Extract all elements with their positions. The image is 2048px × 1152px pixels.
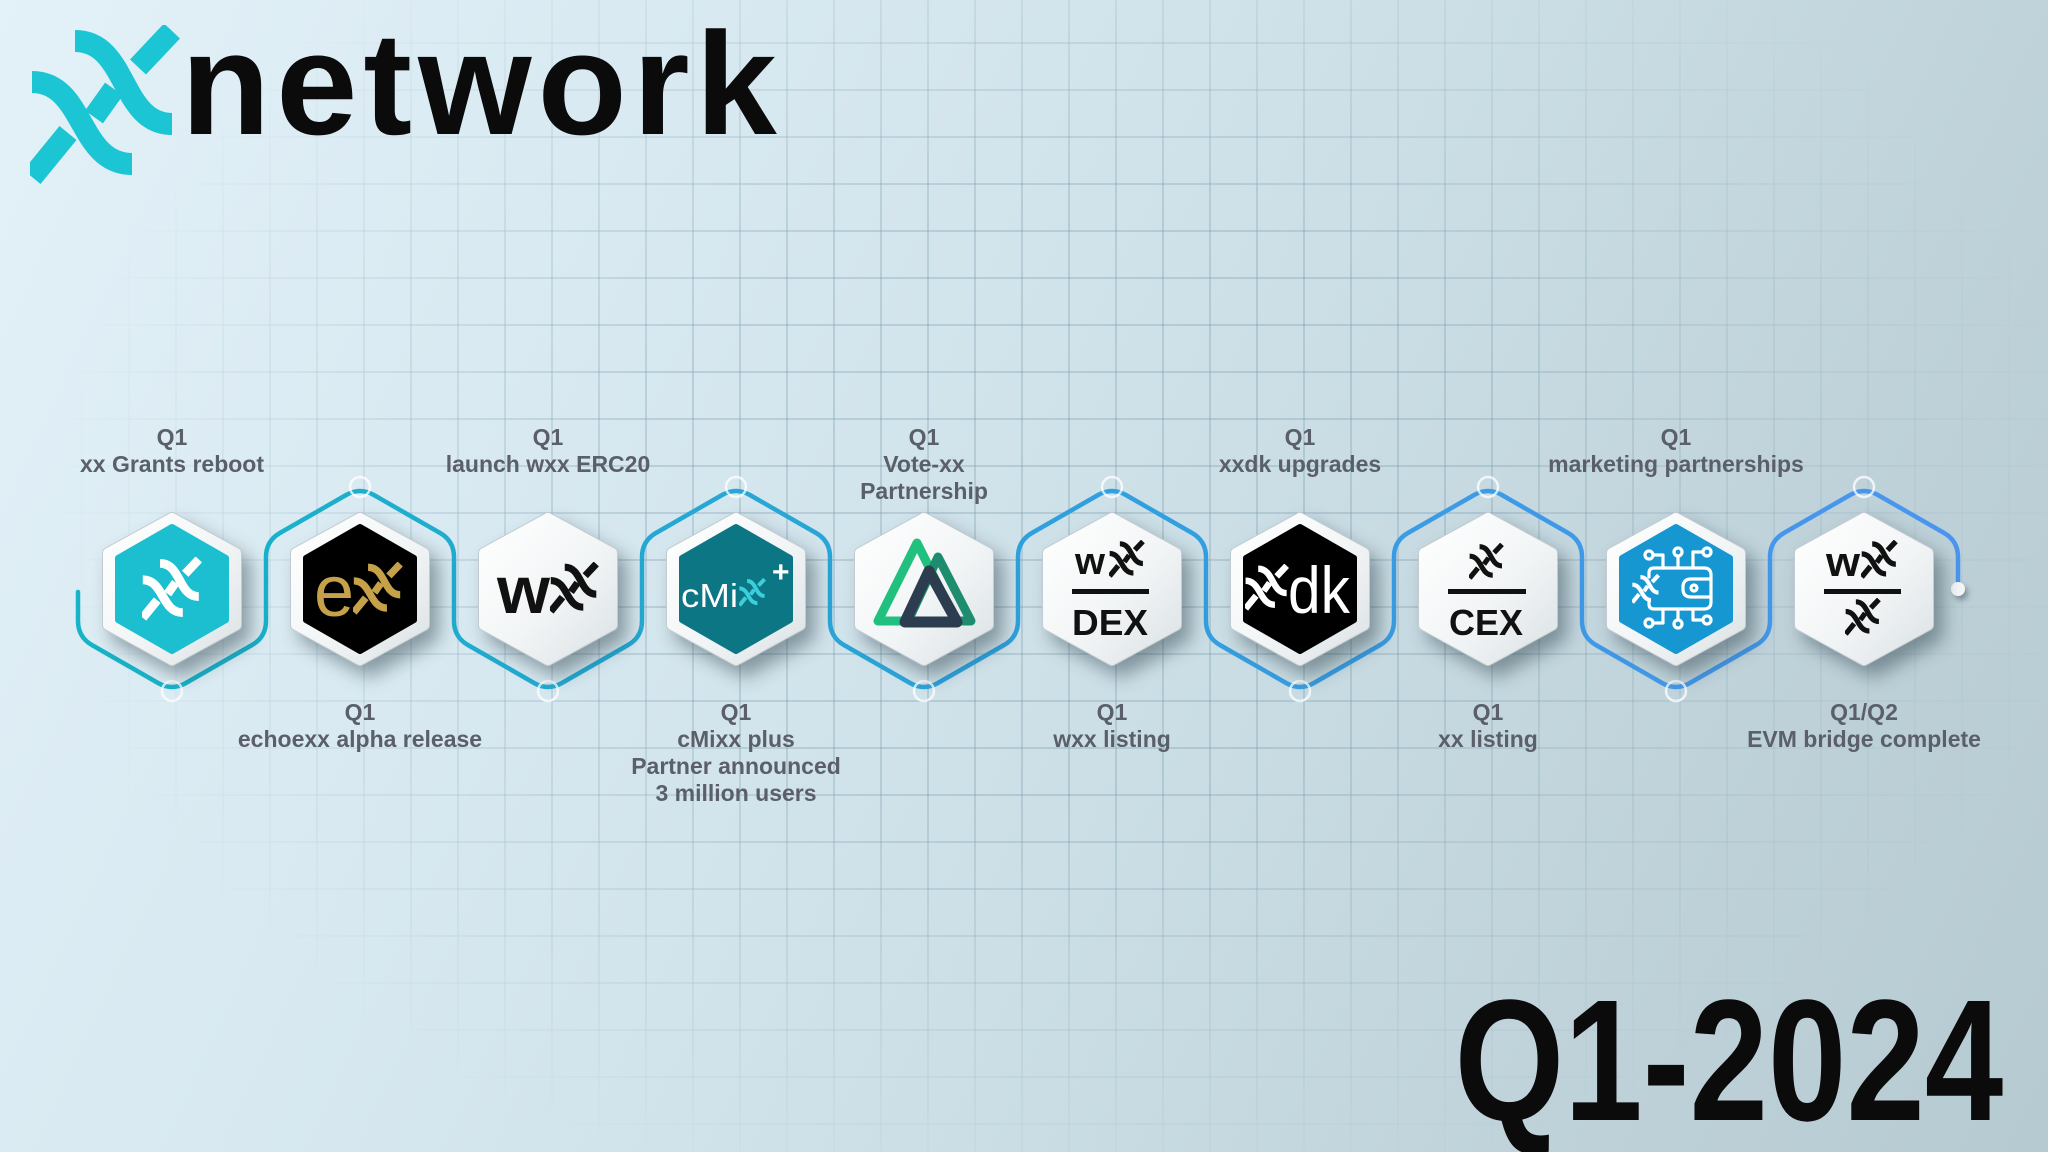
cex-wordmark: CEX: [1448, 589, 1526, 643]
milestone-quarter: Q1: [1660, 424, 1692, 450]
timeline-node-marker: [536, 679, 560, 703]
milestone-description: xxdk upgrades: [1218, 451, 1382, 477]
timeline-node-marker: [1288, 679, 1312, 703]
milestone-description: cMixx plus: [677, 726, 795, 752]
circuit-pins-icon: [1643, 546, 1713, 630]
milestone-description: launch wxx ERC20: [445, 451, 651, 477]
milestone-quarter: Q1/Q2: [1830, 699, 1898, 725]
timeline-node-marker: [1852, 475, 1876, 499]
icon-letter: w: [1074, 541, 1105, 583]
echoexx-wordmark: e: [314, 552, 354, 632]
timeline-node-marker: [912, 679, 936, 703]
wxx-icon: w: [468, 504, 628, 674]
milestone-description: EVM bridge complete: [1747, 726, 1981, 752]
hex-fill: [1243, 524, 1357, 654]
milestone-description: Partnership: [860, 478, 988, 504]
bridge-wordmark: w: [1824, 538, 1901, 594]
milestone-description: echoexx alpha release: [237, 726, 483, 752]
brand-name: network: [181, 2, 783, 165]
cmixx-plus-icon: cMi +: [656, 504, 816, 674]
xx-grants-icon: [92, 504, 252, 674]
timeline-end-dot: [1951, 582, 1965, 596]
icon-wordmark-text: cMi: [681, 577, 738, 614]
wxx-wordmark: w: [496, 553, 551, 628]
plus-icon: +: [772, 556, 790, 589]
divider-line: [1448, 589, 1526, 594]
icon-letter: w: [496, 553, 551, 628]
wxx-dex-icon: w DEX: [1032, 504, 1192, 674]
divider-line: [1072, 589, 1149, 594]
echoexx-icon: e: [280, 504, 440, 674]
milestone-description: 3 million users: [655, 780, 817, 806]
milestone-label: Q1 xx Grants reboot: [12, 424, 332, 478]
milestone-quarter: Q1: [532, 424, 564, 450]
milestone-quarter: Q1: [908, 424, 940, 450]
milestone-label: Q1 Vote-xx Partnership: [764, 424, 1084, 505]
timeline-node-marker: [1664, 679, 1688, 703]
icon-letter: e: [314, 552, 354, 632]
wxx-xx-bridge-icon: w: [1784, 504, 1944, 674]
hex-frame: [479, 513, 617, 665]
milestone-label: Q1 xxdk upgrades: [1140, 424, 1460, 478]
milestone-label: Q1 marketing partnerships: [1516, 424, 1836, 478]
milestone-quarter: Q1: [1284, 424, 1316, 450]
milestone-label: Q1 launch wxx ERC20: [388, 424, 708, 478]
milestone-description: Partner announced: [631, 753, 841, 779]
milestone-description: xx listing: [1438, 726, 1538, 752]
cmixx-wordmark: cMi: [681, 577, 738, 614]
milestone-label: Q1 cMixx plus Partner announced 3 millio…: [576, 699, 896, 807]
xxdk-icon: dk: [1220, 504, 1380, 674]
divider-line: [1824, 589, 1901, 594]
period-title: Q1-2024: [1454, 963, 2003, 1152]
milestone-label: Q1 wxx listing: [952, 699, 1272, 753]
wallet-icon: [1647, 566, 1713, 611]
icon-letter: w: [1825, 538, 1860, 585]
icon-subtext: DEX: [1072, 602, 1148, 643]
dex-wordmark: w DEX: [1072, 541, 1149, 643]
milestone-label: Q1 echoexx alpha release: [200, 699, 520, 753]
milestone-description: wxx listing: [1053, 726, 1171, 752]
milestone-label: Q1/Q2 EVM bridge complete: [1704, 699, 2024, 753]
icon-wordmark-text: dk: [1288, 553, 1351, 627]
milestone-label: Q1 xx listing: [1328, 699, 1648, 753]
timeline-node-marker: [1476, 475, 1500, 499]
svg-text:+: +: [772, 556, 790, 589]
timeline-node-marker: [348, 475, 372, 499]
icon-subtext: CEX: [1449, 602, 1523, 643]
milestone-quarter: Q1: [156, 424, 188, 450]
timeline-path: [75, 488, 1961, 690]
xx-wallet-circuit-icon: [1596, 504, 1756, 674]
milestone-description: xx Grants reboot: [79, 451, 265, 477]
milestone-quarter: Q1: [1096, 699, 1128, 725]
milestone-description: Vote-xx: [883, 451, 965, 477]
xxdk-wordmark: dk: [1288, 553, 1351, 627]
milestone-quarter: Q1: [720, 699, 752, 725]
milestone-quarter: Q1: [1472, 699, 1504, 725]
triangle-navy-icon: [899, 565, 963, 628]
timeline-node-markers: [160, 475, 1876, 703]
timeline-node-marker: [724, 475, 748, 499]
hex-fill: [303, 524, 417, 654]
hex-fill: [679, 524, 793, 654]
milestone-description: marketing partnerships: [1548, 451, 1804, 477]
xx-cex-icon: CEX: [1408, 504, 1568, 674]
timeline-node-marker: [1100, 475, 1124, 499]
timeline-node-marker: [160, 679, 184, 703]
milestone-quarter: Q1: [344, 699, 376, 725]
vote-xx-icon: [844, 504, 1004, 674]
